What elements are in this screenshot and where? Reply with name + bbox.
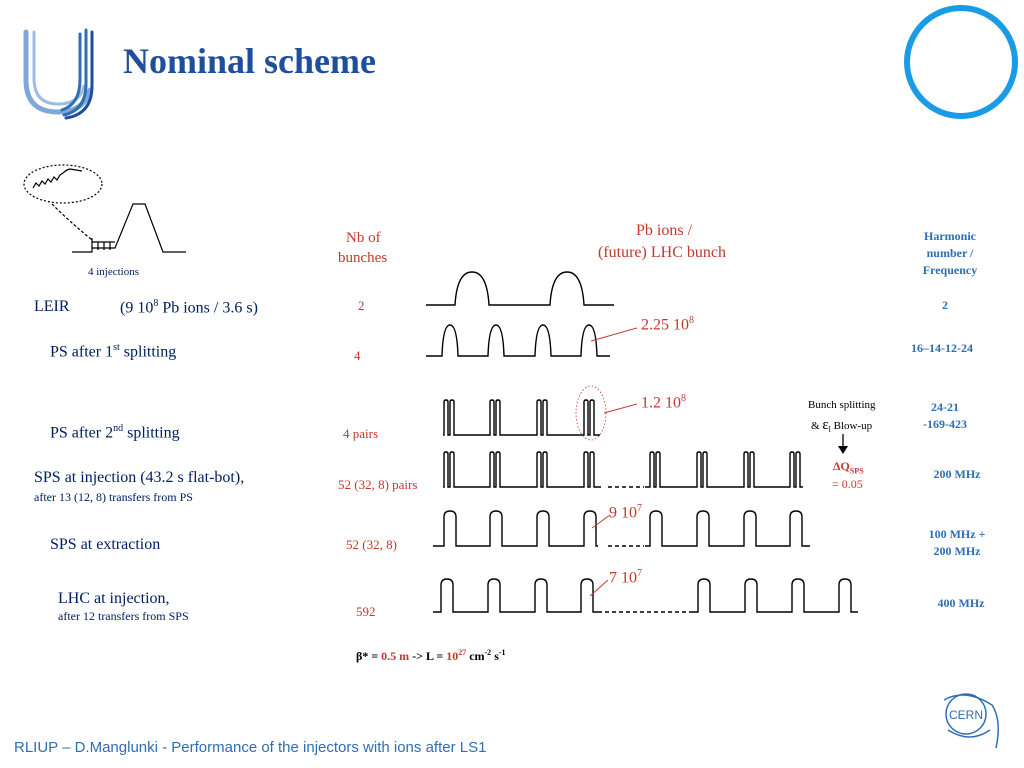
page-title: Nominal scheme <box>123 41 376 81</box>
ring-icon <box>904 5 1018 119</box>
row-ps2-harmonic-1: 24-21 <box>931 400 959 414</box>
intensity-sps-ext: 9 107 <box>609 503 642 522</box>
header-harmonic-3: Frequency <box>922 263 978 277</box>
row-sps-inj-nb: 52 (32, 8) pairs <box>338 477 418 492</box>
ps-1st-bunches <box>426 324 610 357</box>
bunch-splitting-line2: & εl Blow-up <box>811 417 873 435</box>
intensity-ps1: 2.25 108 <box>641 315 694 334</box>
intensity-leaders <box>589 327 638 597</box>
luminosity-formula: β* = 0.5 m -> L = 1027 cm-2 s-1 <box>356 648 506 663</box>
header-harmonic-2: number / <box>926 246 974 260</box>
intensity-lhc: 7 107 <box>609 568 642 587</box>
row-ps1-harmonic: 16–14-12-24 <box>911 341 973 355</box>
row-leir-label: LEIR <box>34 298 70 315</box>
delta-q-sps: ΔQSPS <box>833 459 864 476</box>
row-sps-inj-sublabel: after 13 (12, 8) transfers from PS <box>34 490 193 504</box>
row-ps1-nb: 4 <box>354 348 361 363</box>
row-lhc-nb: 592 <box>356 604 376 619</box>
bunch-pair-highlight <box>575 385 607 441</box>
sps-extraction-bunches <box>433 510 810 547</box>
row-sps-inj-label: SPS at injection (43.2 s flat-bot), <box>34 469 245 486</box>
header-nb-bunches-1: Nb of <box>346 230 381 246</box>
bunch-splitting-line1: Bunch splitting <box>808 399 876 411</box>
row-leir-nb: 2 <box>358 298 365 313</box>
cern-logo-text: CERN <box>949 708 983 722</box>
footer-text: RLIUP – D.Manglunki - Performance of the… <box>14 739 487 756</box>
header-harmonic-1: Harmonic <box>924 229 976 243</box>
injection-inset <box>23 164 186 253</box>
intensity-ps2: 1.2 108 <box>641 393 686 412</box>
row-leir-detail: (9 108 Pb ions / 3.6 s) <box>120 298 258 317</box>
row-lhc-label: LHC at injection, <box>58 590 170 607</box>
header-pb-ions-1: Pb ions / <box>636 222 693 239</box>
down-arrow-icon <box>838 434 848 454</box>
u-logo-icon <box>23 28 94 120</box>
delta-q-value: = 0.05 <box>832 477 863 491</box>
row-leir-harmonic: 2 <box>942 298 948 312</box>
leir-bunches <box>426 271 614 306</box>
header-pb-ions-2: (future) LHC bunch <box>598 244 726 261</box>
row-lhc-sublabel: after 12 transfers from SPS <box>58 609 189 623</box>
row-ps2-nb: 4 pairs <box>343 426 379 441</box>
row-lhc-harmonic: 400 MHz <box>937 596 985 610</box>
row-sps-inj-harmonic: 200 MHz <box>933 467 981 481</box>
sps-injection-bunches <box>443 451 803 488</box>
ps-2nd-bunches <box>443 399 600 436</box>
row-ps1-label: PS after 1st splitting <box>50 342 177 361</box>
row-sps-ext-harmonic-2: 200 MHz <box>933 544 981 558</box>
inset-caption: 4 injections <box>88 266 140 278</box>
cern-logo-icon <box>943 693 999 749</box>
row-sps-ext-nb: 52 (32, 8) <box>346 537 397 552</box>
row-sps-ext-label: SPS at extraction <box>50 536 161 553</box>
row-ps2-label: PS after 2nd splitting <box>50 423 180 442</box>
row-sps-ext-harmonic-1: 100 MHz + <box>928 527 986 541</box>
row-ps2-harmonic-2: -169-423 <box>923 417 967 431</box>
lhc-injection-bunches <box>433 578 858 613</box>
header-nb-bunches-2: bunches <box>338 250 388 266</box>
